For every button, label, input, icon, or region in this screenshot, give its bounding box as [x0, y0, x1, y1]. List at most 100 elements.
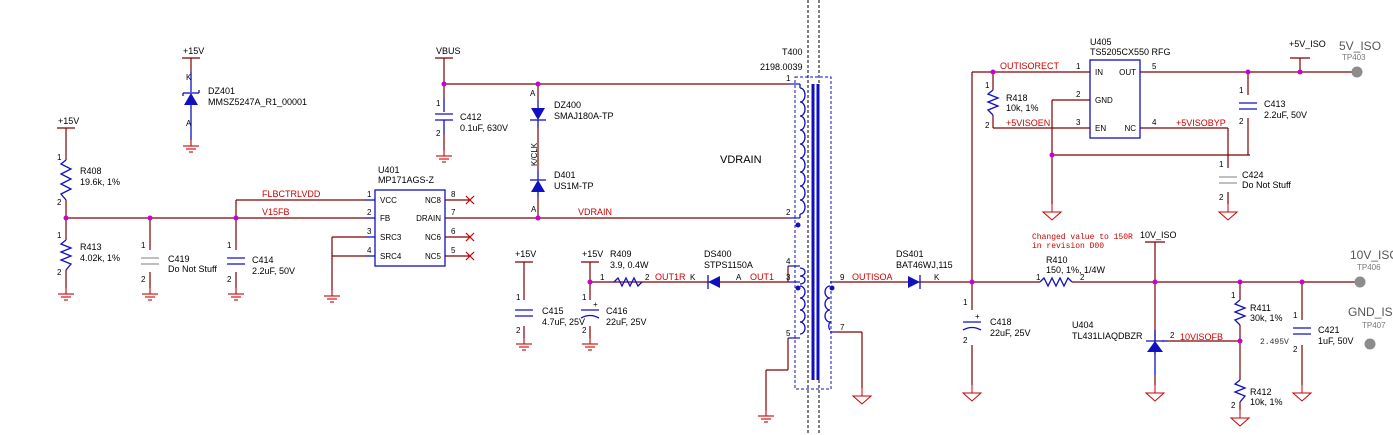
tp403-testpoint[interactable]: 5V_ISO TP403 — [1339, 39, 1381, 78]
svg-text:4: 4 — [786, 257, 791, 266]
junctions — [63, 69, 1305, 344]
c413-ref: C413 — [1264, 99, 1286, 109]
svg-text:2: 2 — [1170, 331, 1175, 340]
u401-pin-fb: FB — [380, 214, 390, 223]
r413-value: 4.02k, 1% — [80, 253, 120, 263]
tp403-net: 5V_ISO — [1339, 39, 1381, 53]
u401-value: MP171AGS-Z — [378, 175, 435, 185]
svg-text:2: 2 — [786, 208, 791, 217]
r411-resistor: 1 R411 30k, 1% 2.495V — [1231, 291, 1289, 347]
u405-ref: U405 — [1090, 37, 1112, 47]
net-out1r: OUT1R — [655, 272, 686, 282]
r418-resistor: 12 R418 10k, 1% — [985, 81, 1039, 130]
tp407-testpoint[interactable]: GND_ISO TP407 — [1348, 305, 1393, 350]
c421-capacitor: 12 C421 1uF, 50V — [1293, 311, 1354, 354]
u405-value: TS5205CX550 RFG — [1090, 47, 1171, 57]
u404-ref: U404 — [1072, 320, 1094, 330]
svg-text:4: 4 — [1152, 118, 1157, 127]
svg-text:2: 2 — [436, 129, 441, 138]
svg-text:2: 2 — [1219, 193, 1224, 202]
c424-ref: C424 — [1242, 170, 1264, 180]
c419-value: Do Not Stuff — [168, 264, 217, 274]
u405-pin-en: EN — [1095, 124, 1106, 133]
u405-pin-nc: NC — [1124, 124, 1136, 133]
c416-capacitor: + 12 C416 22uF, 25V — [580, 293, 647, 335]
tp403-ref: TP403 — [1342, 53, 1366, 62]
svg-text:K: K — [934, 273, 940, 282]
u401-pin-nc6: NC6 — [425, 233, 442, 242]
no-connect-markers — [465, 195, 475, 261]
svg-text:2: 2 — [645, 273, 650, 282]
c416-value: 22uF, 25V — [606, 317, 647, 327]
svg-text:6: 6 — [451, 227, 456, 236]
svg-text:5: 5 — [451, 246, 456, 255]
c415-capacitor: 12 C415 4.7uF, 25V — [515, 293, 585, 335]
ds401-ref: DS401 — [896, 249, 924, 259]
u401-pin-nc8: NC8 — [425, 196, 442, 205]
rail-15v-r408: +15V — [58, 116, 79, 126]
wires — [65, 58, 1355, 410]
svg-text:+: + — [975, 312, 980, 321]
c413-value: 2.2uF, 50V — [1264, 110, 1307, 120]
r413-ref: R413 — [80, 242, 102, 252]
r413-resistor: 1 2 R413 4.02k, 1% — [57, 231, 120, 277]
svg-text:1: 1 — [141, 241, 146, 250]
c416-ref: C416 — [606, 306, 628, 316]
r408-value: 19.6k, 1% — [80, 177, 120, 187]
c415-ref: C415 — [542, 306, 564, 316]
r412-value: 10k, 1% — [1250, 397, 1283, 407]
svg-text:1: 1 — [963, 298, 968, 307]
tp406-net: 10V_ISO — [1350, 248, 1393, 262]
tp407-net: GND_ISO — [1348, 305, 1393, 319]
svg-text:1: 1 — [57, 153, 62, 162]
svg-text:2: 2 — [985, 121, 990, 130]
rail-15v-dz401: +15V — [183, 46, 204, 56]
svg-text:A: A — [736, 273, 742, 282]
svg-text:2: 2 — [1293, 345, 1298, 354]
r410-ref: R410 — [1046, 255, 1068, 265]
dz401-zener: KA DZ401 MMSZ5247A_R1_00001 — [182, 72, 307, 140]
svg-text:2: 2 — [57, 268, 62, 277]
svg-text:9: 9 — [840, 273, 845, 282]
r409-ref: R409 — [610, 249, 632, 259]
dz400-tvs: A DZ400 SMAJ180A-TP K/CLK — [530, 89, 614, 166]
vdrain-title: VDRAIN — [720, 154, 762, 166]
svg-text:1: 1 — [436, 99, 441, 108]
kclk-label: K/CLK — [530, 142, 539, 166]
svg-text:5: 5 — [1152, 62, 1157, 71]
svg-text:A: A — [186, 119, 192, 128]
svg-text:2: 2 — [1080, 273, 1085, 282]
c412-capacitor: 12 C412 0.1uF, 630V — [435, 98, 508, 138]
svg-text:7: 7 — [451, 208, 456, 217]
tp407-ref: TP407 — [1362, 321, 1386, 330]
change-note-line2: in revision D00 — [1032, 242, 1104, 251]
dz401-ref: DZ401 — [208, 86, 235, 96]
net-outisoa: OUTISOA — [852, 272, 893, 282]
svg-text:1: 1 — [1076, 62, 1081, 71]
svg-text:1: 1 — [1239, 86, 1244, 95]
t400-ref: T400 — [782, 47, 803, 57]
u401-pin-drain: DRAIN — [416, 214, 441, 223]
c421-value: 1uF, 50V — [1318, 336, 1354, 346]
r412-resistor: 2 R412 10k, 1% — [1231, 379, 1283, 410]
svg-text:2: 2 — [1076, 90, 1081, 99]
c415-value: 4.7uF, 25V — [542, 317, 585, 327]
svg-text:2: 2 — [57, 198, 62, 207]
svg-text:1: 1 — [1219, 160, 1224, 169]
svg-text:1: 1 — [600, 273, 605, 282]
svg-text:K: K — [690, 273, 696, 282]
svg-text:2: 2 — [367, 208, 372, 217]
net-outisorect: OUTISORECT — [1000, 61, 1060, 71]
svg-text:1: 1 — [1293, 311, 1298, 320]
u401-pin-src4: SRC4 — [380, 252, 402, 261]
svg-text:2: 2 — [227, 275, 232, 284]
svg-text:1: 1 — [57, 231, 62, 240]
c412-ref: C412 — [460, 112, 482, 122]
svg-text:1: 1 — [227, 241, 232, 250]
net-out1: OUT1 — [750, 272, 774, 282]
svg-text:2: 2 — [1239, 117, 1244, 126]
tp406-testpoint[interactable]: 10V_ISO TP406 — [1350, 248, 1393, 288]
